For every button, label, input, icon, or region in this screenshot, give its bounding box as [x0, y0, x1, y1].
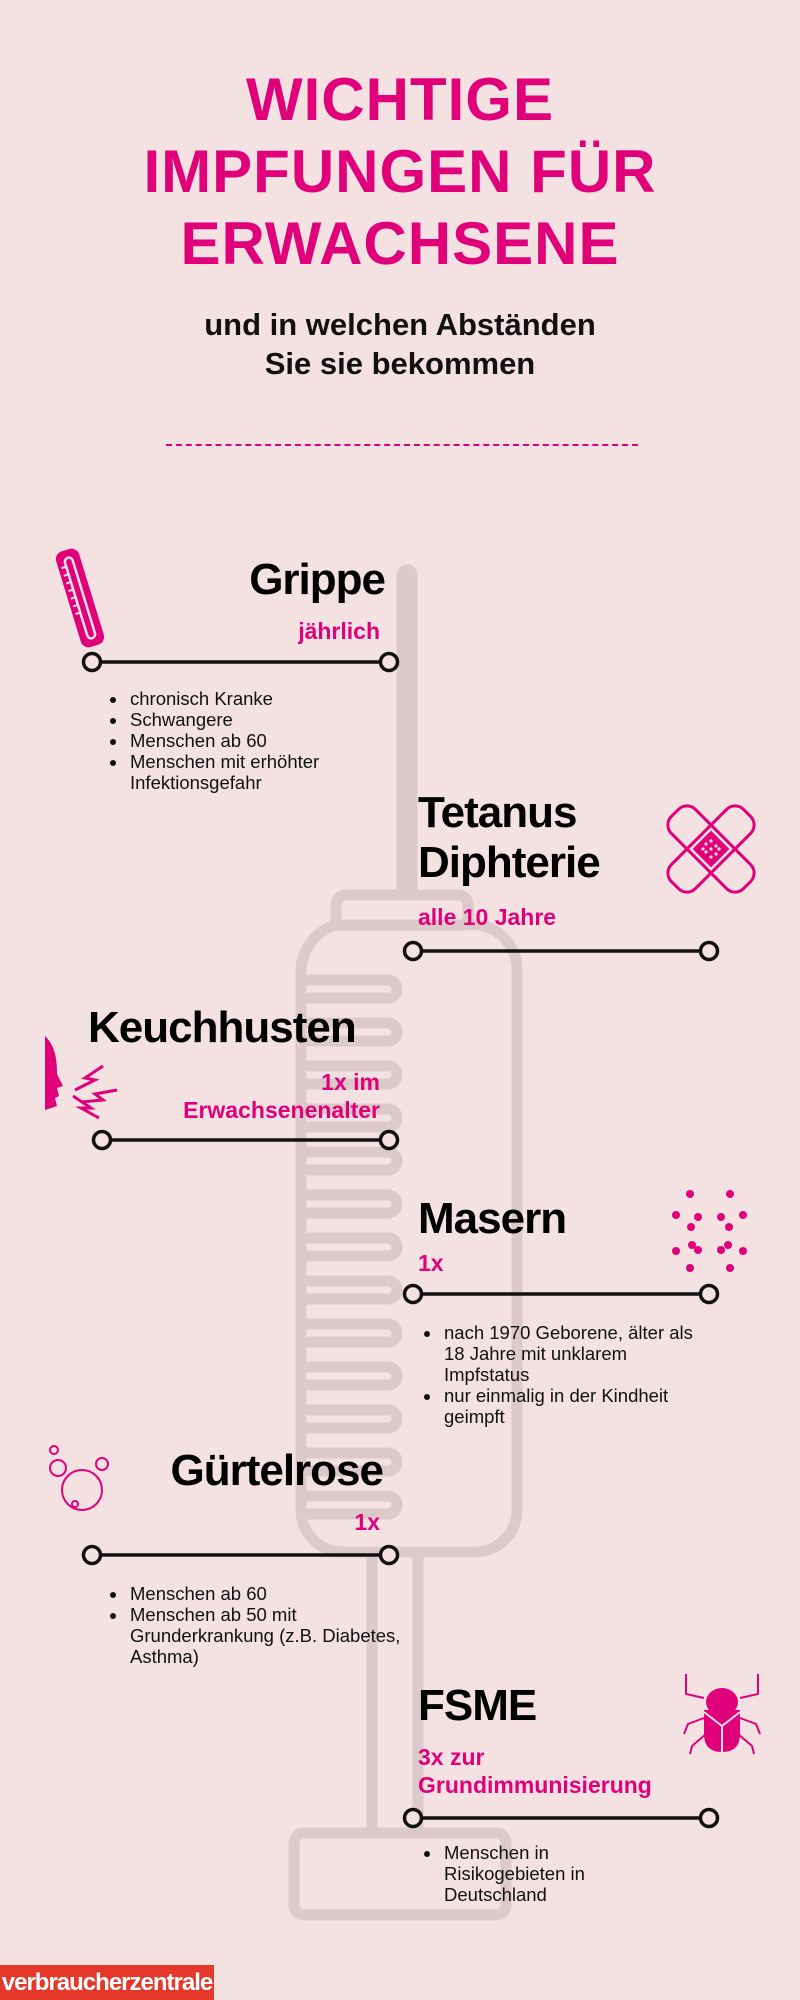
list-item: nur einmalig in der Kindheit geimpft [442, 1385, 712, 1427]
vaccine-name-keuchhusten: Keuchhusten [88, 1003, 357, 1052]
syringe-scale-mark [302, 974, 403, 1004]
list-item: chronisch Kranke [128, 688, 408, 709]
title-line: WICHTIGE [246, 66, 554, 133]
risk-groups-guertelrose: Menschen ab 60 Menschen ab 50 mit Grunde… [100, 1583, 408, 1667]
syringe-scale-mark [302, 1017, 403, 1047]
vaccine-name-fsme: FSME [418, 1681, 537, 1730]
vaccine-name-tetanus: Tetanus Diphterie [418, 788, 601, 888]
timeline-node [378, 1129, 400, 1151]
main-title: WICHTIGE IMPFUNGEN FÜR ERWACHSENE [0, 64, 800, 280]
timeline-node [81, 651, 103, 673]
timeline-node [81, 1544, 103, 1566]
list-item: Menschen ab 60 [128, 1583, 408, 1604]
subtitle: und in welchen Abständen Sie sie bekomme… [0, 305, 800, 383]
timeline-node [698, 1807, 720, 1829]
syringe-scale-mark [302, 1447, 403, 1477]
syringe-scale-mark [302, 1318, 403, 1348]
timeline-node [698, 1283, 720, 1305]
syringe-scale-mark [302, 1146, 403, 1176]
frequency-guertelrose: 1x [354, 1509, 380, 1535]
frequency-line: 1x im [321, 1069, 380, 1095]
risk-groups-masern: nach 1970 Geborene, älter als 18 Jahre m… [414, 1322, 712, 1427]
vaccine-name-guertelrose: Gürtelrose [170, 1446, 384, 1495]
vaccine-name-grippe: Grippe [249, 555, 386, 604]
coughing-face-icon [45, 1036, 118, 1120]
timeline-node [402, 940, 424, 962]
subtitle-line: Sie sie bekommen [264, 346, 536, 381]
verbraucherzentrale-logo[interactable]: verbraucherzentrale [0, 1965, 214, 2000]
syringe-scale-mark [302, 1060, 403, 1090]
timeline-node [378, 1544, 400, 1566]
virus-dots-icon [672, 1190, 747, 1272]
subtitle-line: und in welchen Abständen [204, 307, 596, 342]
title-line: IMPFUNGEN FÜR [143, 138, 657, 205]
timeline-node [378, 651, 400, 673]
timeline-node [698, 940, 720, 962]
timeline-connector [91, 1129, 400, 1151]
syringe-scale-mark [302, 1103, 403, 1133]
syringe-scale-mark [302, 1275, 403, 1305]
frequency-fsme: 3x zur Grundimmunisierung [418, 1743, 652, 1799]
thermometer-icon [55, 548, 105, 648]
name-line: Tetanus [418, 788, 577, 837]
syringe-scale-mark [302, 1189, 403, 1219]
list-item: Menschen ab 60 [128, 730, 408, 751]
syringe-scale-mark [302, 1361, 403, 1391]
vaccine-name-masern: Masern [418, 1194, 567, 1243]
list-item: Menschen ab 50 mit Grunderkrankung (z.B.… [128, 1604, 408, 1667]
frequency-line: Erwachsenenalter [183, 1097, 380, 1123]
frequency-masern: 1x [418, 1250, 444, 1276]
syringe-scale-mark [302, 1490, 403, 1520]
timeline-connector [81, 1544, 400, 1566]
timeline-node [402, 1807, 424, 1829]
timeline-connector [402, 1283, 720, 1305]
risk-groups-grippe: chronisch Kranke Schwangere Menschen ab … [100, 688, 408, 793]
timeline-node [402, 1283, 424, 1305]
name-line: Diphterie [418, 838, 601, 887]
dashed-divider [166, 444, 638, 446]
frequency-keuchhusten: 1x im Erwachsenenalter [140, 1068, 380, 1124]
title-line: ERWACHSENE [180, 210, 620, 277]
bandage-icon [666, 804, 756, 894]
bubbles-icon [49, 1445, 109, 1511]
timeline-connector [402, 1807, 720, 1829]
list-item: Menschen in Risikogebieten in Deutschlan… [442, 1842, 662, 1905]
frequency-tetanus: alle 10 Jahre [418, 904, 557, 930]
frequency-grippe: jährlich [298, 618, 380, 644]
risk-groups-fsme: Menschen in Risikogebieten in Deutschlan… [414, 1842, 662, 1905]
list-item: Schwangere [128, 709, 408, 730]
list-item: Menschen mit erhöhter Infektionsgefahr [128, 751, 408, 793]
syringe-scale-mark [302, 1404, 403, 1434]
list-item: nach 1970 Geborene, älter als 18 Jahre m… [442, 1322, 712, 1385]
syringe-scale-mark [302, 1232, 403, 1262]
timeline-connector [81, 651, 400, 673]
timeline-node [91, 1129, 113, 1151]
frequency-line: Grundimmunisierung [418, 1772, 652, 1798]
frequency-line: 3x zur [418, 1744, 485, 1770]
tick-bug-icon [683, 1674, 761, 1755]
timeline-connector [402, 940, 720, 962]
